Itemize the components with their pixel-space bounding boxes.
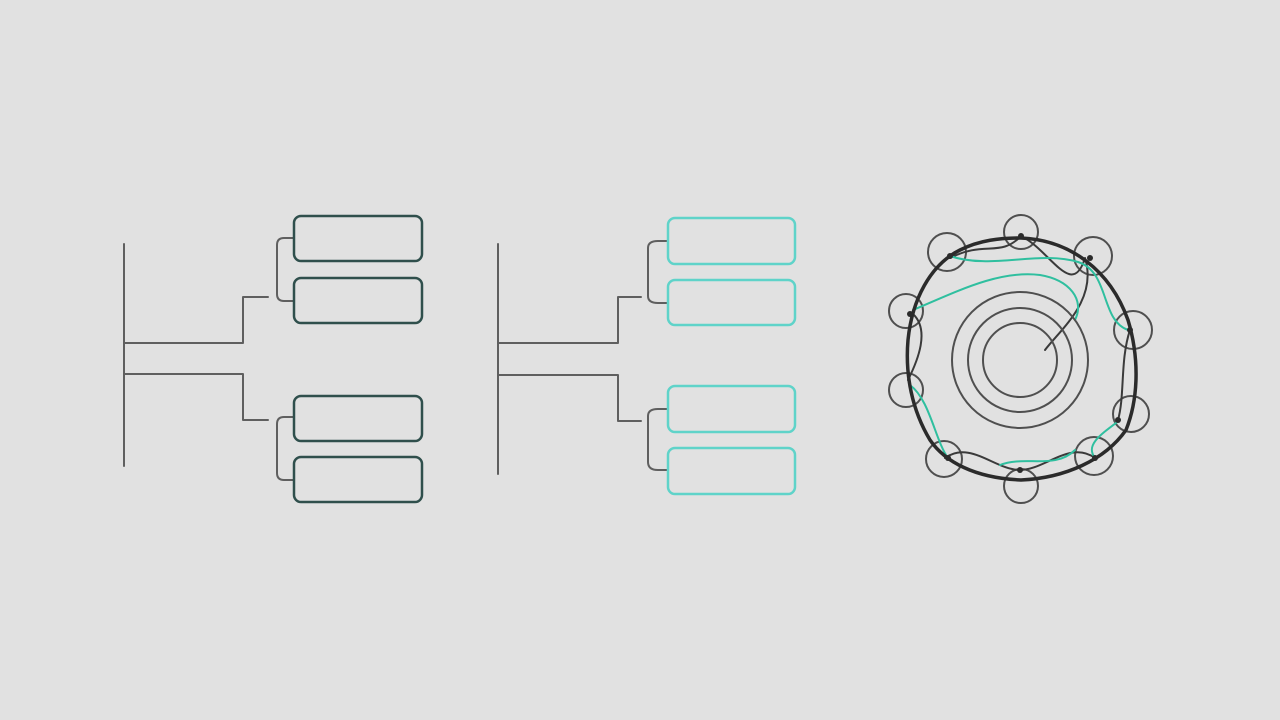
junction-dot-1 xyxy=(1018,233,1024,239)
inner-ring-middle xyxy=(967,307,1073,413)
tree-dark-box-1 xyxy=(292,214,424,263)
junction-dot-6 xyxy=(1017,467,1023,473)
ring-wave-teal xyxy=(909,255,1129,466)
junction-dot-3 xyxy=(1127,327,1133,333)
satellite-node-10 xyxy=(927,232,967,272)
tree-dark-lower-fork xyxy=(276,416,295,481)
tree-dark-box-4 xyxy=(292,455,424,504)
satellite-node-7 xyxy=(925,440,963,478)
tree-teal-box-1 xyxy=(666,216,797,266)
inner-ring-core xyxy=(982,322,1058,398)
tree-dark-upper-branch xyxy=(123,296,269,344)
tree-diagram-dark xyxy=(123,214,424,504)
tree-diagram-teal xyxy=(497,216,797,496)
junction-dot-9 xyxy=(947,253,953,259)
junction-dots xyxy=(907,233,1133,473)
junction-dot-2 xyxy=(1087,255,1093,261)
satellite-node-6 xyxy=(1003,468,1039,504)
ring-network-diagram xyxy=(888,214,1153,504)
tree-dark-lower-branch xyxy=(123,373,269,421)
tree-dark-upper-fork xyxy=(276,237,295,302)
satellite-node-5 xyxy=(1074,436,1114,476)
satellite-node-8 xyxy=(888,372,924,408)
satellite-node-1 xyxy=(1003,214,1039,250)
tree-teal-lower-branch xyxy=(497,374,642,422)
satellite-nodes xyxy=(888,214,1153,504)
tree-dark-box-2 xyxy=(292,276,424,325)
tree-teal-upper-branch xyxy=(497,296,642,344)
junction-dot-5 xyxy=(1092,455,1098,461)
tree-teal-lower-fork xyxy=(647,408,669,471)
tree-teal-box-2 xyxy=(666,278,797,327)
junction-dot-8 xyxy=(907,311,913,317)
tree-teal-box-4 xyxy=(666,446,797,496)
satellite-node-2 xyxy=(1073,236,1113,276)
satellite-node-9 xyxy=(888,293,924,329)
outer-ring xyxy=(905,236,1138,482)
junction-dot-4 xyxy=(1115,417,1121,423)
tree-teal-box-3 xyxy=(666,384,797,434)
satellite-node-4 xyxy=(1112,395,1150,433)
tree-dark-box-3 xyxy=(292,394,424,443)
tree-teal-upper-fork xyxy=(647,240,669,304)
junction-dot-7 xyxy=(945,455,951,461)
inner-ring-outer xyxy=(951,291,1089,429)
